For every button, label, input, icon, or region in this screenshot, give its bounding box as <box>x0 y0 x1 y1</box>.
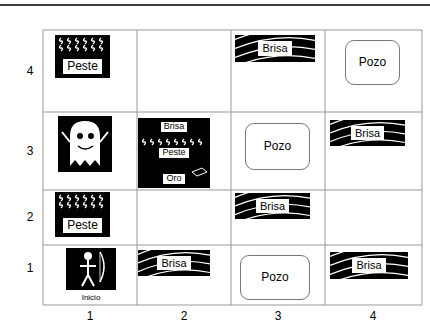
cell-percept: Brisa <box>351 126 384 140</box>
grid-lines <box>43 30 422 305</box>
wumpus-figure <box>58 116 112 172</box>
brisa-box: Brisa <box>330 252 408 279</box>
brisa-box: Brisa <box>138 250 210 276</box>
pozo-box: Pozo <box>240 255 310 300</box>
row-number: 1 <box>27 262 34 274</box>
column-number: 4 <box>370 310 377 322</box>
brisa-box: Brisa <box>235 193 310 219</box>
row-number: 2 <box>27 211 34 223</box>
cell-percept: Brisa <box>352 258 385 272</box>
cell-percept: Brisa <box>160 121 189 133</box>
hunter-figure <box>66 248 116 290</box>
combo-box: BrisaPesteOro <box>138 118 210 188</box>
peste-box: Peste <box>55 192 110 237</box>
column-number: 1 <box>87 310 94 322</box>
top-rule <box>0 4 430 6</box>
cell-percept: Peste <box>63 218 102 233</box>
cell-percept: Peste <box>158 147 189 159</box>
column-number: 2 <box>181 310 188 322</box>
cell-percept: Brisa <box>256 199 289 213</box>
cell-percept: Brisa <box>258 41 291 55</box>
row-number: 4 <box>27 65 34 77</box>
start-label: Inicio <box>82 294 101 302</box>
cell-percept: Brisa <box>157 256 190 270</box>
brisa-box: Brisa <box>330 120 405 146</box>
peste-box: Peste <box>55 35 110 78</box>
cell-percept: Peste <box>63 59 102 74</box>
column-number: 3 <box>275 310 282 322</box>
cell-percept: Pozo <box>261 271 288 284</box>
brisa-box: Brisa <box>235 35 315 62</box>
cell-percept: Pozo <box>264 140 291 153</box>
cell-percept: Oro <box>162 173 185 185</box>
row-number: 3 <box>27 145 34 157</box>
pozo-box: Pozo <box>345 40 400 85</box>
pozo-box: Pozo <box>245 123 310 170</box>
cell-percept: Pozo <box>359 56 386 69</box>
